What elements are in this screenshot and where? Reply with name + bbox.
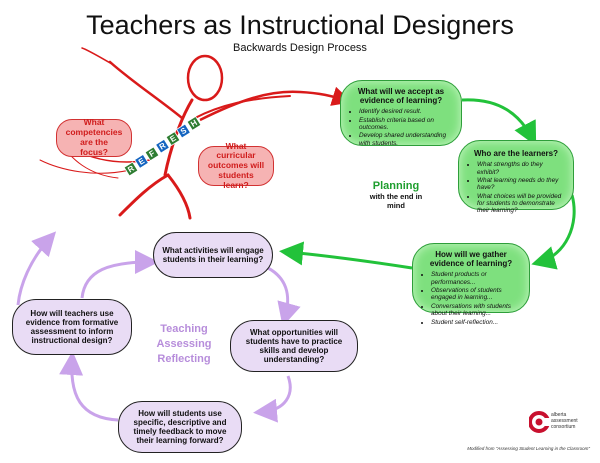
opportunities-label: What opportunities will students have to… bbox=[245, 327, 343, 365]
cycle-word: Teaching bbox=[160, 323, 208, 335]
purple-arrow-1 bbox=[267, 266, 301, 327]
red-arrow bbox=[199, 86, 353, 122]
refresh-letter: H bbox=[189, 118, 199, 129]
purple-arrow-3 bbox=[59, 351, 119, 422]
refresh-letter-tile: S bbox=[176, 123, 191, 139]
green-arrow-1 bbox=[461, 98, 537, 146]
purple-arrow-2 bbox=[253, 375, 292, 423]
list-item: Identify desired result. bbox=[359, 108, 453, 115]
credit-text: Modified from "Assessing Student Learnin… bbox=[467, 446, 590, 451]
gather-evidence-box: How will we gather evidence of learning?… bbox=[412, 243, 530, 326]
refresh-letter: E bbox=[137, 156, 147, 167]
learners-list: What strengths do they exhibit? What lea… bbox=[467, 161, 565, 215]
page-title: Teachers as Instructional Designers bbox=[86, 10, 514, 40]
green-arrow-3 bbox=[279, 241, 413, 270]
planning-title: Planning bbox=[372, 180, 420, 192]
refresh-letter-tile: R bbox=[123, 161, 139, 177]
list-item: Student products or performances... bbox=[431, 271, 521, 286]
logo-text: alberta assessment consortium bbox=[551, 412, 578, 430]
purple-arrow-5 bbox=[16, 231, 57, 306]
formative-assessment-box: How will teachers use evidence from form… bbox=[12, 299, 132, 355]
list-item: What learning needs do they have? bbox=[477, 177, 565, 192]
list-item: What choices will be provided for studen… bbox=[477, 193, 565, 215]
formative-assessment-label: How will teachers use evidence from form… bbox=[25, 308, 119, 346]
refresh-letter: S bbox=[179, 126, 189, 137]
evidence-accept-heading: What will we accept as evidence of learn… bbox=[357, 87, 445, 106]
refresh-letter-tile: F bbox=[144, 146, 160, 162]
feedback-label: How will students use specific, descript… bbox=[133, 408, 227, 446]
refresh-figure bbox=[39, 47, 291, 220]
list-item: Observations of students engaged in lear… bbox=[431, 287, 521, 302]
curricular-outcomes-box: What curricular outcomes will students l… bbox=[198, 141, 274, 190]
cycle-word: Reflecting bbox=[157, 352, 211, 365]
green-arrow-2 bbox=[531, 194, 576, 270]
learners-box: Who are the learners? What strengths do … bbox=[458, 140, 574, 214]
list-item: Student self-reflection... bbox=[431, 319, 521, 326]
list-item: What strengths do they exhibit? bbox=[477, 161, 565, 176]
logo-line: assessment bbox=[551, 417, 578, 424]
list-item: Establish criteria based on outcomes. bbox=[359, 117, 453, 132]
activities-box: What activities will engage students in … bbox=[153, 232, 273, 278]
logo-line: consortium bbox=[551, 423, 576, 430]
refresh-letter: E bbox=[168, 133, 178, 144]
alberta-assessment-consortium-logo bbox=[529, 411, 551, 433]
activities-label: What activities will engage students in … bbox=[162, 245, 264, 264]
page-subtitle: Backwards Design Process bbox=[233, 42, 367, 54]
planning-subtitle: with the end in mind bbox=[369, 192, 423, 210]
competencies-box: What competencies are the focus? bbox=[56, 117, 132, 157]
refresh-letter-tile: R bbox=[155, 138, 170, 154]
curricular-outcomes-label: What curricular outcomes will students l… bbox=[207, 140, 265, 190]
evidence-accept-list: Identify desired result. Establish crite… bbox=[349, 108, 453, 147]
cycle-word: Assessing bbox=[156, 337, 212, 350]
refresh-letter-tile: E bbox=[165, 131, 181, 147]
gather-evidence-list: Student products or performances... Obse… bbox=[421, 271, 521, 326]
learners-heading: Who are the learners? bbox=[473, 149, 559, 158]
purple-arrow-4 bbox=[80, 250, 159, 299]
refresh-letter: R bbox=[126, 164, 136, 175]
refresh-letter-tile: H bbox=[186, 115, 202, 131]
planning-label: Planning with the end in mind bbox=[368, 180, 424, 210]
evidence-accept-box: What will we accept as evidence of learn… bbox=[340, 80, 462, 147]
gather-evidence-heading: How will we gather evidence of learning? bbox=[429, 250, 513, 269]
refresh-letter: F bbox=[148, 149, 157, 159]
list-item: Develop shared understanding with studen… bbox=[359, 132, 453, 147]
competencies-label: What competencies are the focus? bbox=[65, 117, 123, 157]
feedback-box: How will students use specific, descript… bbox=[118, 401, 242, 453]
logo-line: alberta bbox=[551, 412, 567, 418]
cycle-words: Teaching Assessing Reflecting bbox=[148, 322, 220, 367]
refresh-letter-tile: E bbox=[134, 153, 149, 169]
opportunities-box: What opportunities will students have to… bbox=[230, 320, 358, 372]
list-item: Conversations with students about their … bbox=[431, 303, 521, 318]
refresh-letter: R bbox=[158, 141, 168, 152]
